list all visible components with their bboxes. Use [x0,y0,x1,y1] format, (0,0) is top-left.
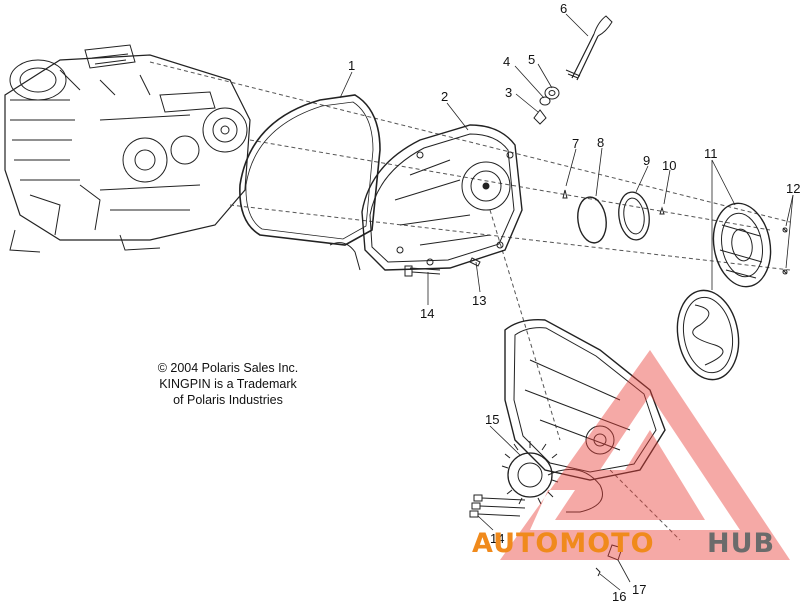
watermark-text-hub: HUB [707,528,775,559]
callout-13: 13 [472,293,486,308]
callout-12: 12 [786,181,800,196]
bolt-part-14-upper [404,265,441,277]
automotohub-watermark: AUTOMOTO HUB [472,350,790,560]
clutch-cover-part-2 [329,124,523,271]
stator-part-15 [501,441,603,513]
callout-3: 3 [505,85,512,100]
copyright-line-1: © 2004 Polaris Sales Inc. [157,361,299,375]
callout-14-upper: 14 [420,306,434,321]
callout-labels: 1 2 3 4 5 6 7 8 9 10 11 12 13 14 15 14 1… [348,1,800,604]
plug-part-5 [544,86,560,100]
callout-17: 17 [632,582,646,597]
copyright-line-3: of Polaris Industries [173,393,283,407]
engine-assembly [4,44,251,253]
pin-part-10 [659,206,665,215]
callout-11: 11 [704,146,718,161]
watermark-text-automoto: AUTOMOTO [472,528,655,559]
callout-2: 2 [441,89,448,104]
dipstick-part-6 [565,15,613,81]
callout-8: 8 [597,135,604,150]
gasket-part-1 [239,94,381,246]
copyright-notice: © 2004 Polaris Sales Inc. KINGPIN is a T… [128,360,328,408]
bolt-part-13 [469,257,481,267]
cover-plate-part-11 [676,202,772,381]
callout-10: 10 [662,158,676,173]
callout-6: 6 [560,1,567,16]
callout-14-lower: 14 [490,531,504,546]
pin-part-7 [562,189,568,199]
washer-part-4 [539,96,551,106]
watermark-triangle-icon [500,350,790,560]
inner-cover-part-15 [504,319,666,481]
callout-4: 4 [503,54,510,69]
copyright-line-2: KINGPIN is a Trademark [159,377,297,391]
leader-lines [339,13,794,591]
screw-part-3 [533,109,547,125]
screw-part-12 [782,227,788,275]
seal-part-9 [618,191,650,241]
bolt-part-16 [595,567,601,577]
callout-15: 15 [485,412,499,427]
bolt-part-14-lower [469,494,526,518]
callout-5: 5 [528,52,535,67]
callout-16: 16 [612,589,626,604]
callout-1: 1 [348,58,355,73]
callout-9: 9 [643,153,650,168]
callout-7: 7 [572,136,579,151]
o-ring-part-8 [577,196,607,244]
